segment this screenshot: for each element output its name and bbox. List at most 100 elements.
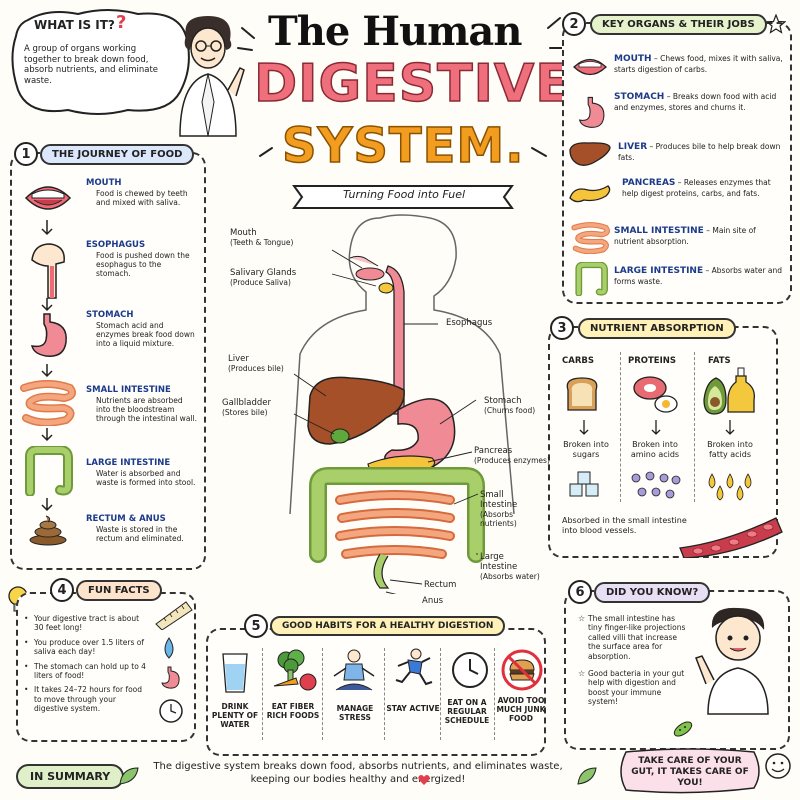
absorption-panel [548, 326, 778, 558]
divider [384, 648, 385, 740]
large-intestine-icon [25, 446, 73, 496]
fun-fact-item: Your digestive tract is about 30 feet lo… [24, 614, 150, 633]
label-title: Anus [422, 596, 444, 606]
summary-heading: IN SUMMARY [16, 764, 125, 789]
bread-icon [566, 377, 598, 411]
organ-text: – Chews food, mixes it with saliva, star… [614, 54, 783, 75]
label-title: Large [480, 552, 504, 562]
organs-heading: KEY ORGANS & THEIR JOBS [590, 14, 767, 35]
journey-step-title: RECTUM & ANUS [86, 514, 166, 524]
mouth-icon [573, 58, 607, 76]
fun-facts-heading: FUN FACTS [76, 580, 162, 601]
label-title: Gallbladder [222, 398, 271, 408]
journey-step-small-intestine: SMALL INTESTINE Nutrients are absorbed i… [86, 385, 198, 424]
habits-heading: GOOD HABITS FOR A HEALTHY DIGESTION [270, 616, 506, 636]
organ-liver: LIVER – Produces bile to help break down… [618, 142, 784, 163]
label-title: Pancreas [474, 446, 513, 456]
what-is-it-text: A group of organs working together to br… [24, 44, 159, 86]
summary-bubble-text: TAKE CARE OF YOUR GUT, IT TAKES CARE OF … [631, 756, 749, 788]
meat-egg-icon [633, 376, 678, 413]
fun-facts-list: Your digestive tract is about 30 feet lo… [24, 614, 150, 718]
label-stomach: Stomach(Churns food) [484, 396, 535, 415]
stomach-icon [30, 313, 67, 357]
speech-bubble [620, 748, 760, 794]
organ-name: PANCREAS [622, 178, 676, 188]
label-salivary-glands: Salivary Glands(Produce Saliva) [230, 268, 296, 287]
stomach-icon [161, 666, 180, 689]
habit-junk-food: AVOID TOO MUCH JUNK FOOD [496, 696, 546, 723]
water-drop-icon [164, 637, 174, 659]
journey-step-title: STOMACH [86, 310, 134, 320]
journey-step-title: ESOPHAGUS [86, 240, 146, 250]
organ-text: – Breaks down food with acid and enzymes… [614, 92, 777, 113]
label-sub: (Stores bile) [222, 408, 268, 418]
label-sub: (Produces enzymes) [474, 456, 550, 466]
absorption-proteins-result: Broken into amino acids [630, 440, 680, 459]
journey-heading: THE JOURNEY OF FOOD [40, 144, 195, 165]
label-title: Stomach [484, 396, 522, 406]
organ-mouth: MOUTH – Chews food, mixes it with saliva… [614, 54, 784, 75]
journey-step-mouth: MOUTH Food is chewed by teeth and mixed … [86, 178, 198, 207]
journey-step-text: Nutrients are absorbed into the bloodstr… [96, 395, 197, 424]
journey-number: 1 [14, 142, 38, 166]
label-sub: (Absorbs nutrients) [480, 510, 517, 529]
arrow-down-icon [579, 420, 589, 435]
did-you-know-heading: DID YOU KNOW? [594, 582, 711, 603]
fun-fact-item: It takes 24–72 hours for food to move th… [24, 685, 150, 713]
habits-panel [206, 628, 546, 756]
journey-step-title: MOUTH [86, 178, 122, 188]
organ-name: LARGE INTESTINE [614, 266, 704, 276]
divider [694, 352, 695, 502]
arrow-down-icon [41, 364, 53, 378]
absorption-fats-result: Broken into fatty acids [707, 440, 753, 459]
liver-icon [569, 142, 611, 166]
label-rectum: Rectum [424, 580, 456, 590]
organ-text: – Absorbs water and forms waste. [614, 266, 783, 287]
journey-step-text: Stomach acid and enzymes break food down… [96, 320, 195, 349]
label-title: Salivary Glands [230, 268, 297, 278]
label-title: Mouth [230, 228, 257, 238]
stomach-icon [578, 96, 605, 128]
label-sub: (Produces bile) [228, 364, 284, 374]
absorption-fats-title: FATS [708, 356, 731, 366]
label-title: Small [480, 490, 504, 500]
habits-number: 5 [244, 614, 268, 638]
absorption-proteins-title: PROTEINS [628, 356, 677, 366]
clock-icon [159, 699, 183, 723]
journey-step-text: Water is absorbed and waste is formed in… [96, 468, 196, 487]
fun-fact-item: The stomach can hold up to 4 liters of f… [24, 662, 150, 681]
divider [322, 648, 323, 740]
amino-acids-icon [631, 471, 681, 499]
habit-water: DRINK PLENTY OF WATER [211, 702, 259, 729]
arrow-down-icon [651, 420, 661, 435]
did-you-know-item: Good bacteria in your gut help with dige… [578, 669, 690, 707]
label-title: Intestine [480, 500, 518, 511]
journey-step-large-intestine: LARGE INTESTINE Water is absorbed and wa… [86, 458, 198, 487]
leaf-icon [119, 767, 139, 785]
blood-vessel-icon [679, 517, 783, 558]
journey-step-text: Food is pushed down the esophagus to the… [96, 250, 190, 279]
arrow-down-icon [41, 428, 53, 442]
fun-fact-item: You produce over 1.5 liters of saliva ea… [24, 638, 150, 657]
arrow-down-icon [725, 420, 735, 435]
journey-step-title: SMALL INTESTINE [86, 385, 171, 395]
label-sub: (Teeth & Tongue) [230, 238, 294, 248]
organ-small-intestine: SMALL INTESTINE – Main site of nutrient … [614, 226, 786, 247]
habit-stress: MANAGE STRESS [336, 704, 374, 722]
organ-stomach: STOMACH – Breaks down food with acid and… [614, 92, 784, 113]
habit-fiber: EAT FIBER RICH FOODS [266, 702, 320, 720]
banner-ribbon [292, 185, 514, 209]
label-mouth: Mouth(Teeth & Tongue) [230, 228, 293, 247]
habit-active: STAY ACTIVE [386, 704, 440, 713]
large-intestine-icon [575, 262, 608, 296]
small-intestine-icon [20, 380, 76, 426]
label-title: Esophagus [446, 318, 493, 328]
summary-text: The digestive system breaks down food, a… [153, 761, 563, 785]
smiley-icon [765, 753, 791, 779]
what-is-it-cloud [11, 9, 190, 115]
title-line-2: DIGESTIVE [253, 53, 572, 115]
label-sub: (Churns food) [484, 406, 536, 416]
journey-step-title: LARGE INTESTINE [86, 458, 171, 468]
